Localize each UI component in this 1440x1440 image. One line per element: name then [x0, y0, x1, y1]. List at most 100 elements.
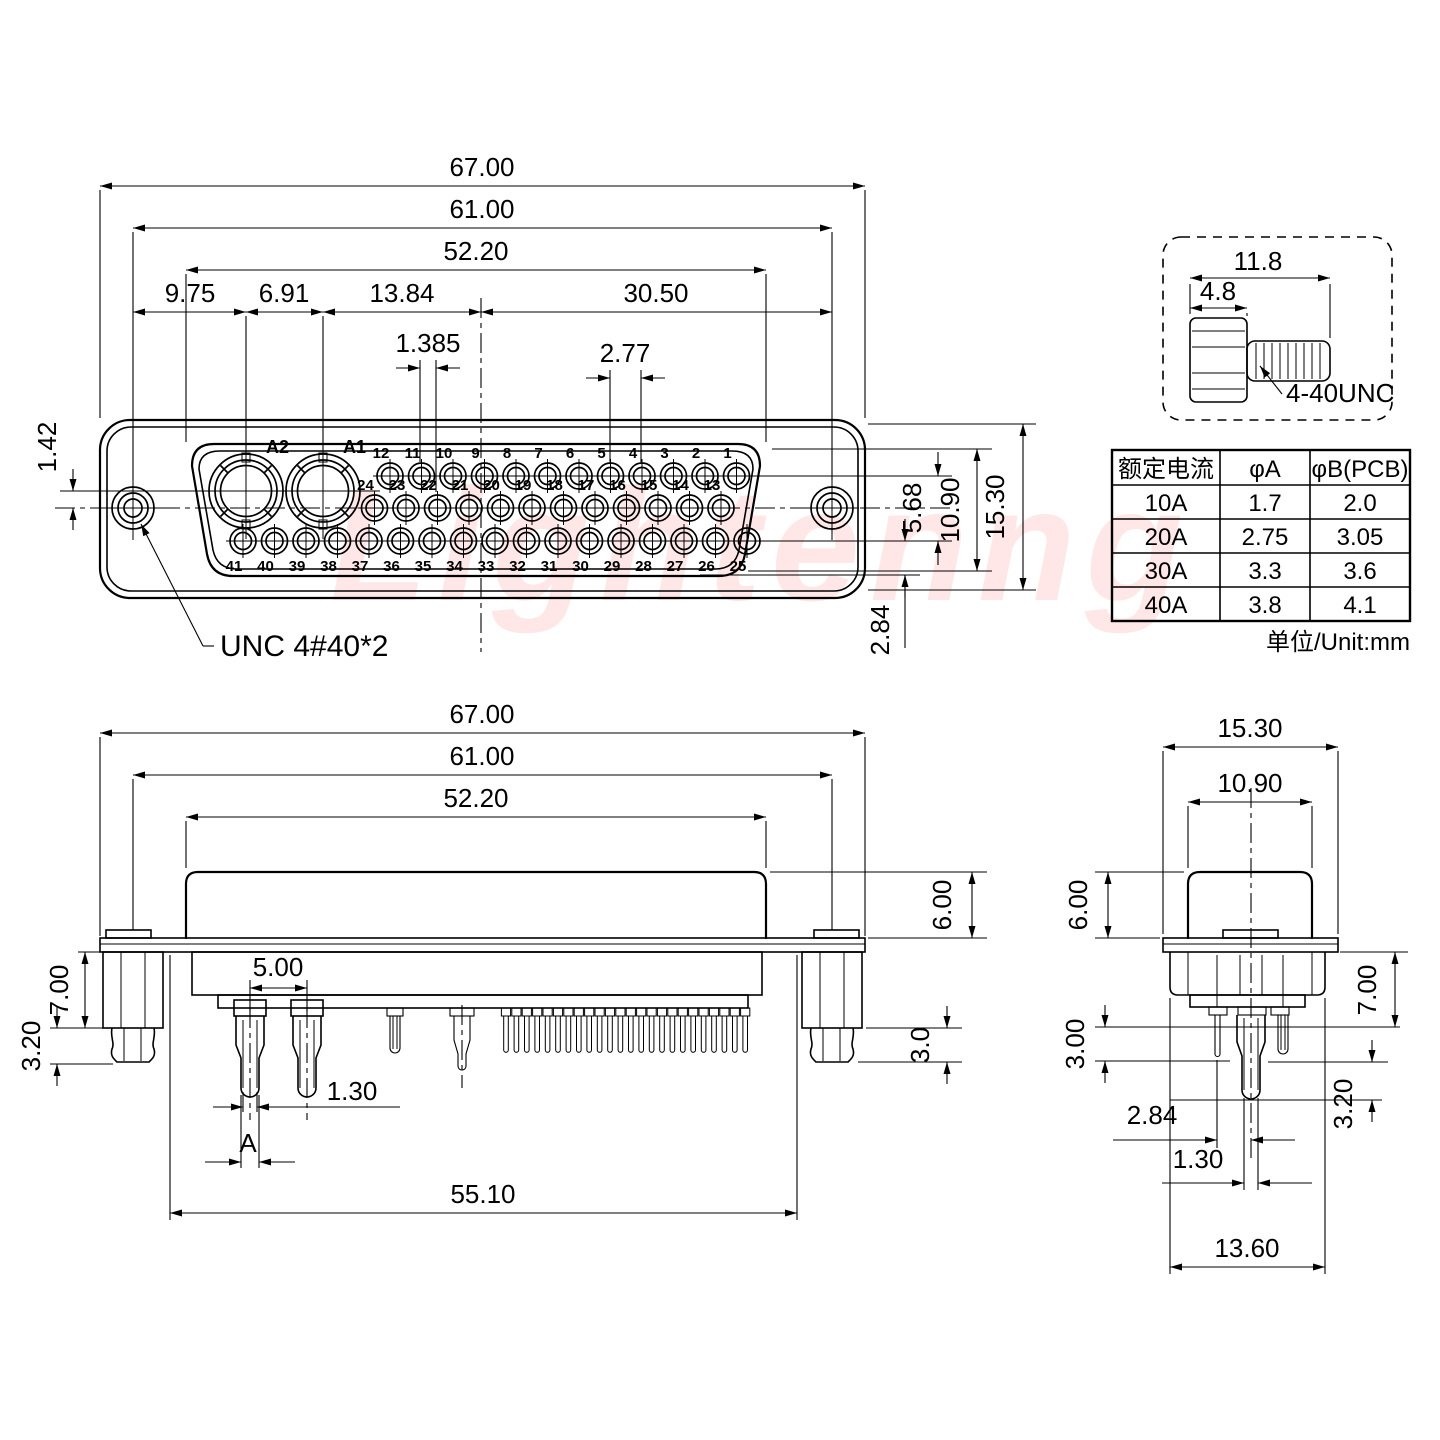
pin-number: 3	[660, 445, 668, 462]
pin-4: 4	[625, 445, 659, 493]
pin-36: 36	[383, 524, 418, 575]
pin-2: 2	[688, 445, 722, 493]
bs-pins	[1214, 1015, 1289, 1100]
dim-bf-shell-height: 6.00	[927, 880, 957, 931]
shell-outline	[98, 418, 867, 600]
pin-number: 18	[546, 477, 563, 494]
pin-23: 23	[389, 477, 423, 525]
mounting-hole-left	[105, 480, 161, 536]
bottom-side-view: 15.30 10.90	[1060, 713, 1408, 1274]
table-cell: 20A	[1145, 524, 1188, 551]
bs-shell	[1186, 870, 1314, 940]
pin-number: 17	[578, 477, 595, 494]
bf-screw-block-left	[102, 951, 164, 1029]
pin-15: 15	[641, 477, 675, 525]
pin-number: 29	[604, 558, 621, 575]
bf-large-pins	[233, 999, 324, 1120]
table-cell: 1.7	[1248, 490, 1281, 517]
pin-number: 1	[723, 445, 731, 462]
bf-thin-pins	[500, 1007, 751, 1053]
table-header: 额定电流	[1118, 456, 1214, 483]
pin-number: 22	[420, 477, 437, 494]
detail-border	[1162, 236, 1393, 421]
pin-number: 13	[704, 477, 721, 494]
pin-number: 39	[289, 558, 306, 575]
dim-pitch: 2.77	[600, 338, 651, 368]
dim-bs-pin-hole: 1.30	[1173, 1144, 1224, 1174]
pin-number: 11	[405, 445, 421, 462]
pin-18: 18	[546, 477, 581, 525]
table-cell: 10A	[1145, 490, 1188, 517]
pin-number: 25	[730, 558, 747, 575]
pin-39: 39	[289, 524, 323, 575]
bf-screw-tail-right	[809, 1027, 855, 1063]
pin-38: 38	[320, 524, 355, 575]
pin-number: 2	[692, 445, 700, 462]
dim-face-width: 52.20	[443, 236, 508, 266]
dim-a-row-offset: 1.42	[32, 422, 62, 473]
bf-flange	[99, 937, 866, 953]
dim-pin-offset: 2.84	[1127, 1100, 1178, 1130]
pin-number: 4	[629, 445, 638, 462]
pin-number: 34	[446, 558, 463, 575]
pin-number: 28	[635, 558, 652, 575]
dim-bracket-height: 7.00	[44, 965, 74, 1016]
pin-number: 8	[503, 445, 511, 462]
pin-33: 33	[478, 524, 512, 575]
pin-number: 35	[415, 558, 432, 575]
pin-34: 34	[446, 524, 481, 575]
pin-14: 14	[672, 477, 707, 525]
dim-hole-spacing: 61.00	[449, 194, 514, 224]
pin-16: 16	[609, 477, 644, 525]
table-cell: 3.3	[1248, 558, 1281, 585]
table-cell: 40A	[1145, 592, 1188, 619]
bf-screw-tail-left	[110, 1027, 156, 1063]
dim-a2-to-a1: 6.91	[259, 278, 310, 308]
pin-number: 41	[226, 558, 243, 575]
pin-number: 27	[667, 558, 684, 575]
pin-number: 23	[389, 477, 406, 494]
screw-detail: 11.8 4.8 4-40UNC	[1162, 236, 1394, 421]
dim-face-height: 10.90	[935, 477, 965, 542]
contact-label-a1: A1	[343, 437, 366, 457]
pin-22: 22	[420, 477, 455, 525]
screw-note: UNC 4#40*2	[220, 630, 388, 663]
bs-body	[1169, 952, 1326, 996]
dim-a1-to-center: 13.84	[369, 278, 434, 308]
dim-bs-shell-height: 6.00	[1063, 880, 1093, 931]
pin-37: 37	[352, 524, 386, 575]
dim-screw-head: 4.8	[1200, 276, 1236, 306]
pin-number: 9	[471, 445, 479, 462]
dim-insulator-height: 7.00	[1352, 965, 1382, 1016]
dim-pin-tip: 3.20	[1328, 1079, 1358, 1130]
thread-label: 4-40UNC	[1286, 378, 1394, 408]
pin-29: 29	[604, 524, 638, 575]
pin-number: 14	[672, 477, 689, 494]
pin-number: 24	[357, 477, 374, 494]
pin-number: 31	[541, 558, 558, 575]
dim-pin-dia-A: A	[239, 1128, 257, 1158]
pin-31: 31	[541, 524, 575, 575]
pin-6: 6	[562, 445, 596, 493]
bf-screw-block-right	[801, 951, 863, 1029]
pin-32: 32	[509, 524, 544, 575]
screw-shaft	[1246, 340, 1331, 382]
dim-bf-overall: 67.00	[449, 699, 514, 729]
dim-body-height: 15.30	[980, 474, 1010, 539]
pin-number: 15	[641, 477, 658, 494]
pin-number: 38	[320, 558, 337, 575]
pin-number: 21	[452, 477, 469, 494]
pin-21: 21	[452, 477, 486, 525]
pin-number: 32	[509, 558, 526, 575]
bs-flange	[1162, 937, 1339, 953]
dim-pin-shoulder: 3.00	[1060, 1019, 1090, 1070]
pin-10: 10	[436, 445, 470, 493]
pin-number: 5	[597, 445, 605, 462]
pin-40: 40	[257, 524, 292, 575]
pin-12: 12	[373, 445, 407, 493]
table-header: φA	[1249, 456, 1281, 483]
dim-large-pin-spacing: 5.00	[253, 952, 304, 982]
pin-number: 26	[698, 558, 715, 575]
unit-note: 单位/Unit:mm	[1266, 629, 1410, 656]
